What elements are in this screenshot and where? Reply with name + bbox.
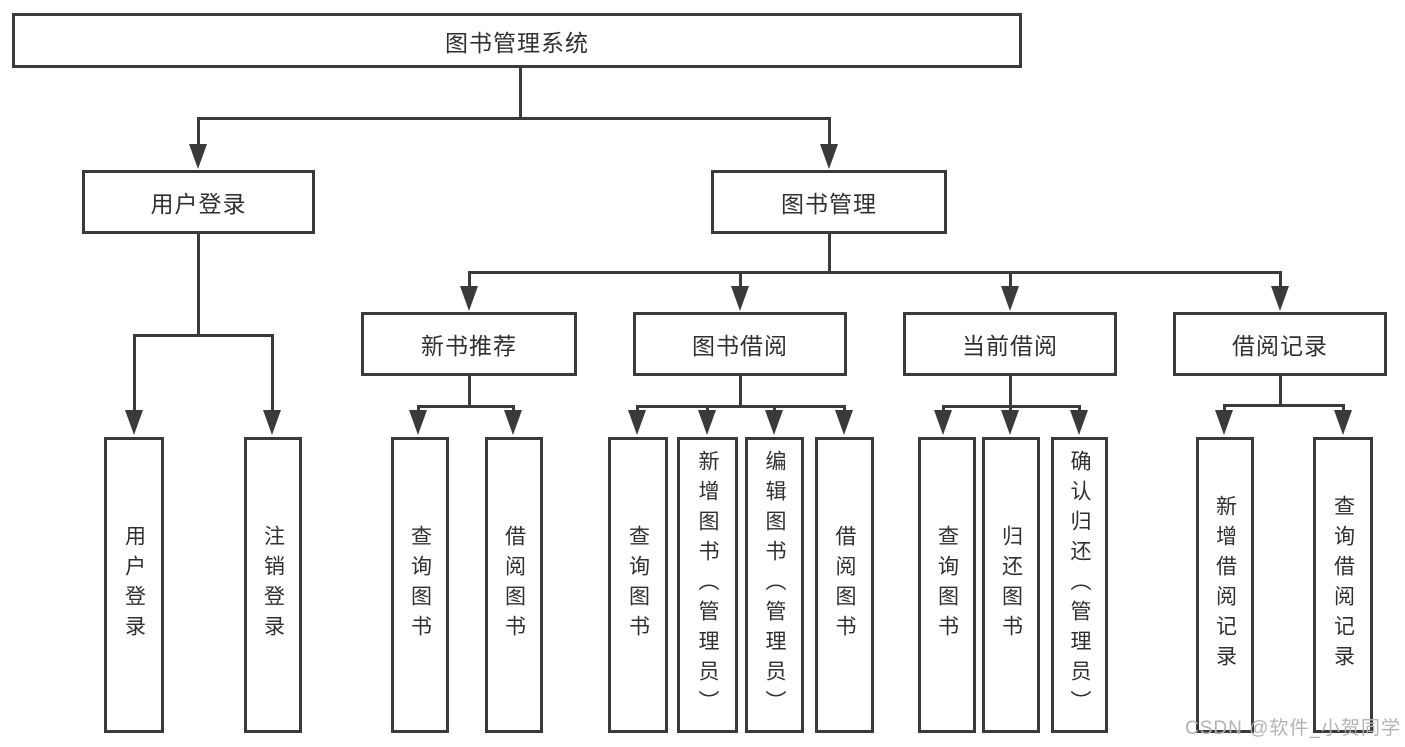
node-book-management-module: 图书管理: [711, 170, 947, 234]
node-leaf-query-borrow-record: 查询借阅记录: [1313, 437, 1373, 733]
node-leaf-edit-book-admin: 编辑图书（管理员）: [745, 437, 804, 733]
node-user-login-module: 用户登录: [82, 170, 315, 234]
node-label: 编辑图书（管理员）: [763, 450, 786, 720]
arrowhead-icon-to-return-book: [1001, 410, 1019, 435]
connector-line-borrowing-stem: [738, 374, 742, 407]
arrow-stem-to-leaf-logout: [270, 334, 274, 417]
node-leaf-user-login: 用户登录: [104, 437, 164, 733]
node-borrowing-records: 借阅记录: [1173, 312, 1387, 376]
csdn-watermark: CSDN @软件_小贺同学: [1185, 718, 1401, 739]
arrowhead-icon-to-leaf-user-login: [125, 410, 143, 435]
arrowhead-icon-to-borrowing-records: [1271, 286, 1289, 311]
node-label: 借阅图书: [833, 525, 856, 645]
arrowhead-icon-to-confirm-return: [1070, 410, 1088, 435]
connector-line-book-mgmt-stem: [827, 232, 831, 273]
connector-line-root-stem: [518, 66, 522, 119]
arrowhead-icon-to-query-borrow-record: [1334, 410, 1352, 435]
connector-line-user-login-stem: [196, 232, 200, 336]
connector-line-borrowing-branch: [636, 404, 845, 408]
connector-line-current-stem: [1008, 374, 1012, 407]
arrowhead-icon-to-edit-book-admin: [765, 410, 783, 435]
connector-line-book-mgmt-branch: [468, 270, 1281, 274]
connector-line-new-book-branch: [417, 404, 514, 408]
node-leaf-confirm-return: 确认归还（管理员）: [1051, 437, 1108, 733]
arrow-stem-to-user-login: [196, 117, 200, 151]
arrowhead-icon-to-query-book-1: [409, 410, 427, 435]
arrow-stem-to-borrowing-records: [1278, 271, 1282, 293]
arrowhead-icon-to-borrow-book-1: [504, 410, 522, 435]
node-label: 查询图书: [935, 525, 959, 645]
connector-line-records-branch: [1223, 403, 1344, 407]
node-leaf-add-borrow-record: 新增借阅记录: [1196, 437, 1254, 733]
arrowhead-icon-to-current-borrowing: [1001, 286, 1019, 311]
node-leaf-return-book: 归还图书: [982, 437, 1040, 733]
arrowhead-icon-to-new-book-recommend: [460, 286, 478, 311]
arrowhead-icon-to-leaf-logout: [263, 410, 281, 435]
node-leaf-add-book-admin: 新增图书（管理员）: [677, 437, 738, 733]
node-label: 用户登录: [150, 191, 247, 217]
node-leaf-query-book-1: 查询图书: [391, 437, 449, 733]
node-label: 新书推荐: [421, 333, 517, 359]
connector-line-user-login-branch: [133, 333, 273, 337]
arrowhead-icon-to-add-borrow-record: [1215, 410, 1233, 435]
node-label: 归还图书: [999, 525, 1023, 645]
arrow-stem-to-current-borrowing: [1008, 271, 1012, 293]
node-leaf-query-book-3: 查询图书: [918, 437, 976, 733]
node-leaf-query-book-2: 查询图书: [608, 437, 668, 733]
node-root-system: 图书管理系统: [12, 13, 1022, 68]
node-leaf-borrow-book-1: 借阅图书: [485, 437, 543, 733]
arrowhead-icon-to-add-book-admin: [698, 410, 716, 435]
node-label: 当前借阅: [962, 333, 1058, 359]
node-leaf-logout: 注销登录: [244, 437, 302, 733]
arrowhead-icon-to-borrow-book-2: [835, 410, 853, 435]
node-label: 注销登录: [261, 525, 285, 645]
node-label: 查询借阅记录: [1331, 495, 1355, 675]
arrowhead-icon-to-book-management: [820, 144, 838, 169]
arrow-stem-to-book-management: [827, 117, 831, 151]
node-label: 新增图书（管理员）: [696, 450, 719, 720]
arrowhead-icon-to-query-book-2: [628, 410, 646, 435]
node-label: 确认归还（管理员）: [1068, 450, 1091, 720]
node-label: 新增借阅记录: [1213, 495, 1237, 675]
arrowhead-icon-to-query-book-3: [934, 410, 952, 435]
node-label: 借阅图书: [502, 525, 526, 645]
arrowhead-icon-to-user-login: [189, 144, 207, 169]
node-current-borrowing: 当前借阅: [903, 312, 1117, 376]
node-book-borrowing: 图书借阅: [633, 312, 847, 376]
arrow-stem-to-leaf-user-login: [132, 334, 136, 417]
node-label: 借阅记录: [1232, 333, 1328, 359]
connector-line-records-stem: [1278, 374, 1282, 406]
node-label: 图书管理: [781, 191, 877, 217]
node-leaf-borrow-book-2: 借阅图书: [815, 437, 874, 733]
connector-line-new-book-stem: [467, 374, 471, 407]
connector-line-level1-branch: [197, 116, 830, 120]
arrowhead-icon-to-book-borrowing: [731, 286, 749, 311]
arrow-stem-to-book-borrowing: [738, 271, 742, 293]
node-label: 图书借阅: [692, 333, 788, 359]
node-new-book-recommend: 新书推荐: [361, 312, 577, 376]
node-label: 图书管理系统: [445, 29, 589, 56]
node-label: 查询图书: [626, 525, 650, 645]
arrow-stem-to-new-book-recommend: [467, 271, 471, 293]
node-label: 查询图书: [408, 525, 432, 645]
node-label: 用户登录: [122, 525, 146, 645]
